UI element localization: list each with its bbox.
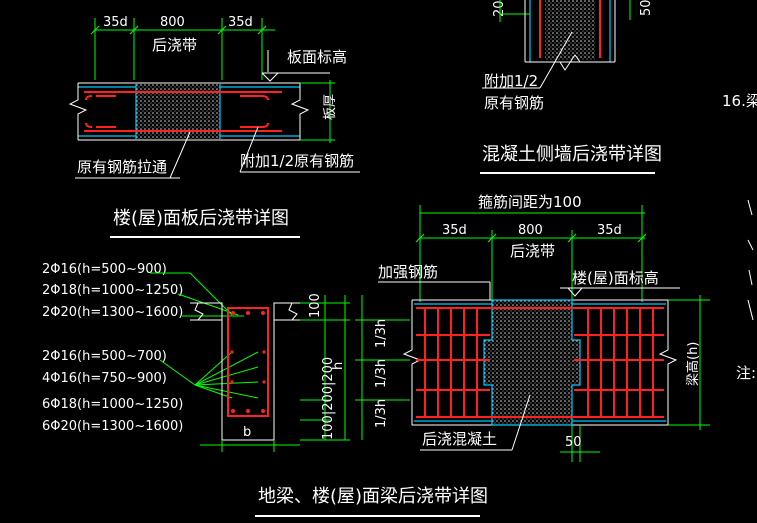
slab-pour-band [136, 84, 220, 139]
slab-note-left: 原有钢筋拉通 [77, 158, 167, 176]
rebar-group1-line1: 2Φ16(h=500~900) [42, 262, 167, 277]
beam-dim-middle: 800 [518, 223, 543, 238]
slab-detail-title: 楼(屋)面板后浇带详图 [113, 208, 289, 229]
slab-band-label: 后浇带 [152, 36, 197, 54]
rebar-group1-line3: 2Φ20(h=1300~1600) [42, 305, 183, 320]
section-third-dims [355, 295, 410, 440]
rebar-group2-line3: 6Φ18(h=1000~1250) [42, 397, 183, 412]
beam-dim-50: 50 [565, 435, 582, 450]
beam-height-label: 梁高(h) [685, 342, 701, 386]
slab-dim-right: 35d [228, 15, 253, 30]
slab-dimension-line [90, 18, 275, 80]
section-third-2: 1/3h [374, 359, 389, 388]
section-dim-bottom: 100|200|200 [321, 357, 336, 440]
beam-rebar-grid [416, 307, 664, 418]
section-dim-100: 100 [308, 293, 323, 318]
slab-dim-left: 35d [103, 15, 128, 30]
beam-band-label: 后浇带 [510, 242, 555, 260]
slab-detail: 35d 800 35d 后浇带 板面 [68, 15, 360, 238]
slab-dim-middle: 800 [160, 15, 185, 30]
beam-spacing-label: 箍筋间距为100 [478, 193, 582, 211]
beam-reinf-label: 加强钢筋 [378, 263, 438, 281]
beam-concrete-label: 后浇混凝土 [422, 430, 497, 448]
slab-thickness-label: 板厚 [323, 94, 338, 120]
section-third-3: 1/3h [374, 399, 389, 428]
rebar-group2-line1: 2Φ16(h=500~700) [42, 349, 167, 364]
beam-section: 2Φ16(h=500~900) 2Φ18(h=1000~1250) 2Φ20(h… [42, 262, 410, 452]
beam-top-label: 楼(屋)面标高 [572, 269, 659, 287]
section-vertical-dims [200, 295, 350, 452]
beam-detail-title: 地梁、楼(屋)面梁后浇带详图 [258, 486, 488, 507]
beam-dimension-line [415, 205, 647, 302]
wall-note-line1: 附加1/2 [484, 72, 538, 90]
wall-dim-right: 500 [639, 0, 654, 16]
slab-note-right: 附加1/2原有钢筋 [240, 152, 354, 170]
side-fragment-note: 注: [736, 364, 756, 382]
side-fragment-16: 16.梁 [722, 92, 757, 110]
beam-dim-right: 35d [597, 223, 622, 238]
rebar-group2-line2: 4Φ16(h=750~900) [42, 371, 167, 386]
slab-top-label: 板面标高 [287, 48, 347, 66]
beam-dim-left: 35d [442, 223, 467, 238]
wall-pour-band [545, 0, 595, 60]
section-third-1: 1/3h [374, 319, 389, 348]
wall-note-line2: 原有钢筋 [484, 94, 544, 112]
beam-pour-band [484, 300, 580, 425]
wall-detail: 200 500 附加1/2 原有钢筋 混凝土侧墙后浇带详图 [480, 0, 662, 174]
section-dim-b: b [243, 425, 251, 440]
section-dim-h: h [331, 362, 346, 370]
rebar-group2-line4: 6Φ20(h=1300~1600) [42, 419, 183, 434]
wall-detail-title: 混凝土侧墙后浇带详图 [482, 144, 662, 165]
rebar-group1-line2: 2Φ18(h=1000~1250) [42, 283, 183, 298]
right-edge-marks [747, 199, 754, 321]
beam-section-outline [190, 302, 300, 441]
section-leaders [150, 272, 259, 399]
beam-elevation: 箍筋间距为100 35d 800 35d 后浇带 加强钢筋 楼(屋)面标高 [378, 193, 710, 462]
slab-rebar [84, 91, 282, 132]
slab-level-marker [261, 50, 330, 82]
